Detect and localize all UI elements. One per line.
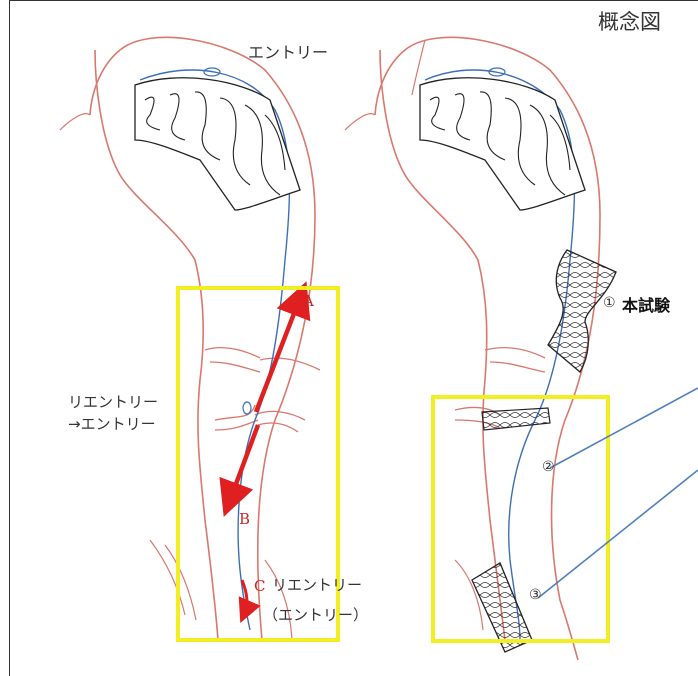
figure-title: 概念図: [598, 6, 661, 36]
stent-3: [472, 563, 532, 652]
stent-2: [482, 408, 550, 430]
arch-stent-right: [420, 78, 585, 210]
reentry-c-paren-label: （エントリー）: [263, 604, 368, 625]
number-2-label: ②: [542, 459, 555, 475]
pointer-line-3: [538, 470, 698, 598]
reentry-label-line2: →エントリー: [68, 413, 158, 435]
reentry-label-line1: リエントリー: [68, 391, 158, 413]
right-aorta: [345, 37, 616, 660]
stent-1: [548, 250, 616, 372]
number-3-label: ③: [529, 587, 542, 603]
reentry-label: リエントリー →エントリー: [68, 391, 158, 435]
left-aorta: [60, 37, 320, 640]
number-1-label: ①: [603, 295, 616, 311]
arch-stent-left: [135, 78, 300, 210]
highlight-box-right: [433, 397, 608, 641]
trial-label: 本試験: [622, 292, 670, 316]
point-c-label: C: [254, 577, 265, 595]
point-a-label: A: [303, 292, 314, 310]
entry-label: エントリー: [248, 39, 328, 63]
point-b-label: B: [239, 510, 250, 528]
reentry-c-label: リエントリー: [272, 574, 362, 595]
